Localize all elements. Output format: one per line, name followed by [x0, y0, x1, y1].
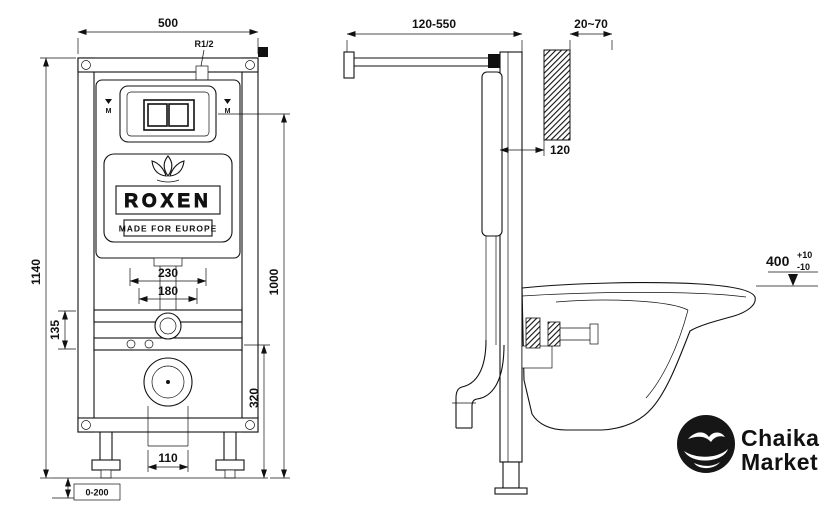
dimension-inner-180: 180 [138, 284, 198, 304]
level-triangle-icon [224, 99, 231, 104]
mounting-hardware [525, 317, 599, 349]
logo-text-line2: Market [741, 449, 818, 475]
dimension-height-1140: 1140 [29, 57, 76, 479]
flush-pipe [153, 257, 183, 310]
brand-tagline: MADE FOR EUROPE [119, 224, 218, 234]
corner-screw-icon [245, 60, 255, 70]
mounting-hole [126, 339, 136, 349]
frame-left-rail [77, 57, 95, 433]
dim-label-0-200: 0-200 [85, 488, 108, 498]
cistern-profile [481, 71, 503, 237]
brand-panel: ROXEN MADE FOR EUROPE [103, 153, 233, 243]
chaika-market-logo: Chaika Market [677, 415, 819, 475]
drain-pipe [452, 339, 505, 429]
dim-label-180: 180 [158, 284, 178, 298]
dimension-frame-depth-120: 120 [499, 140, 570, 157]
logo-text-line1: Chaika [741, 425, 819, 451]
dim-label-1000: 1000 [267, 268, 281, 295]
frame-bottom-bar [77, 417, 259, 433]
frame-top-bar [77, 57, 259, 73]
frame-structure [77, 57, 259, 433]
water-inlet-fitting: R1/2 [194, 39, 268, 81]
flush-button-small [147, 103, 168, 127]
corner-screw-icon [245, 420, 255, 430]
dim-label-20-70: 20~70 [574, 17, 608, 31]
toilet-bowl-profile [521, 282, 756, 431]
dimension-members-135: 135 [48, 310, 76, 350]
dimension-studs-230: 230 [129, 266, 207, 286]
wave-icon [684, 449, 728, 461]
wall-anchor-block [543, 49, 571, 141]
water-mark-right: M [225, 108, 231, 115]
front-view: 500 1140 R1/2 [29, 16, 290, 501]
dim-label-320: 320 [247, 388, 261, 408]
dimension-feet-0-200: 0-200 [52, 477, 121, 501]
dimension-outlet-320: 320 [244, 344, 270, 479]
dimension-outlet-110: 110 [147, 450, 189, 472]
cross-member-lower [93, 337, 243, 351]
level-triangle-icon [105, 99, 112, 104]
wave-icon [694, 462, 720, 469]
dim-label-1140: 1140 [29, 259, 43, 285]
button-frame [143, 99, 195, 131]
dim-label-110: 110 [158, 451, 178, 465]
corner-screw-icon [81, 60, 91, 70]
arm-hook [343, 51, 355, 79]
corner-screw-icon [81, 420, 91, 430]
waste-outlet [143, 357, 193, 447]
mounting-hole [144, 339, 154, 349]
brand-name: ROXEN [124, 191, 212, 212]
dimension-height-1000: 1000 [218, 113, 290, 479]
dim-label-120-550: 120-550 [412, 17, 456, 31]
dimension-width-500: 500 [77, 16, 259, 54]
logo-circle [677, 415, 735, 473]
frame-profile [494, 51, 528, 495]
water-level-marks: M M [105, 99, 231, 115]
dim-label-400: 400 [766, 253, 790, 269]
outlet-connector [521, 345, 553, 369]
inlet-fitting-circle [154, 312, 182, 340]
dim-label-230: 230 [158, 266, 178, 280]
dim-label-plus10: +10 [797, 250, 812, 260]
water-mark-left: M [106, 108, 112, 115]
flush-button-large [168, 103, 189, 127]
seagull-icon [688, 432, 725, 442]
side-view: 120-550 20~70 [343, 17, 818, 495]
lotus-icon [151, 155, 185, 183]
flush-plate [119, 85, 217, 143]
dim-label-120: 120 [550, 143, 570, 157]
dimension-bowl-height-400: 400 +10 -10 [756, 250, 818, 287]
dim-label-500: 500 [158, 16, 178, 30]
dimension-depth-120-550: 120-550 [346, 17, 523, 52]
section-marker-icon [258, 47, 268, 57]
dimension-wall-gap-20-70: 20~70 [569, 17, 613, 50]
thread-label: R1/2 [194, 39, 213, 49]
dim-label-135: 135 [48, 320, 62, 340]
dim-label-minus10: -10 [797, 262, 810, 272]
level-triangle-icon [788, 274, 798, 286]
